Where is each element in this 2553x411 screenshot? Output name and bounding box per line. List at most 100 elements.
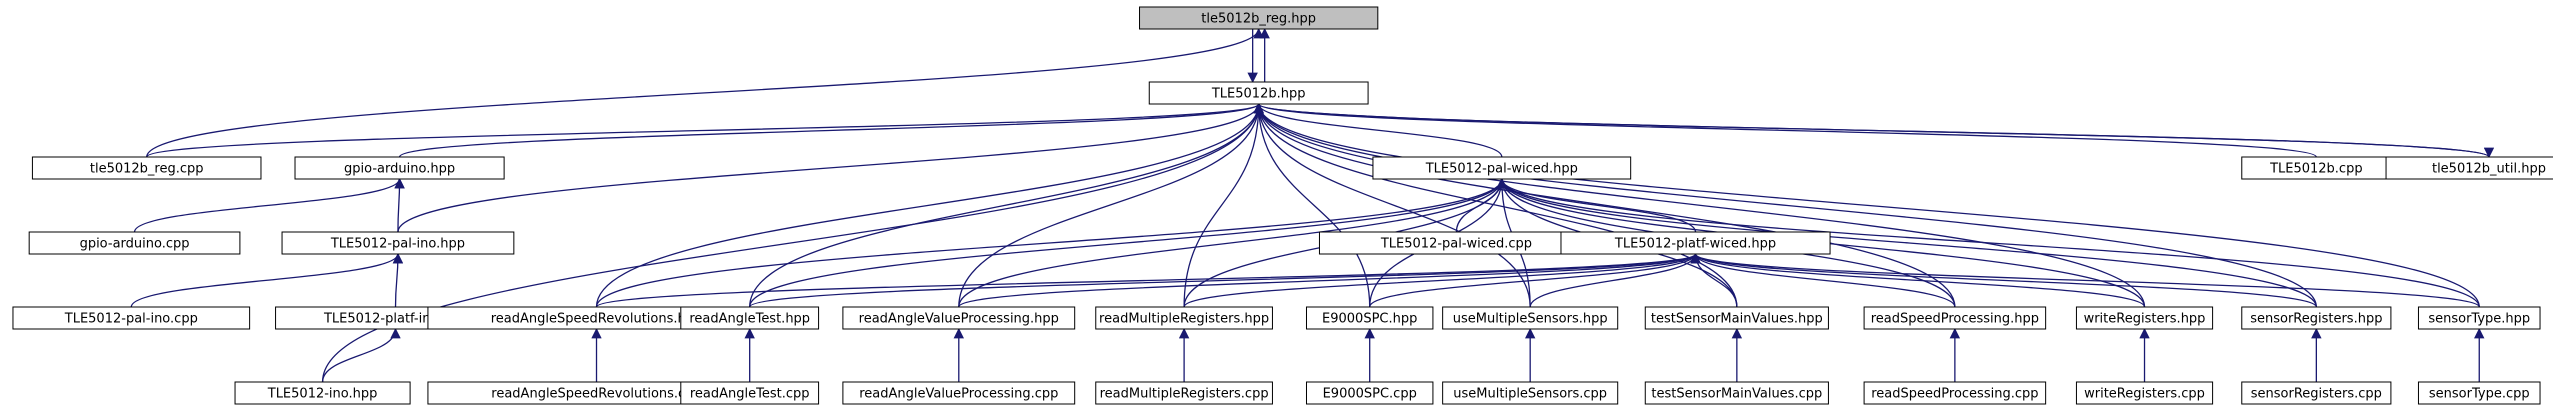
node-label: E9000SPC.hpp — [1322, 312, 1417, 327]
node-tle5012b-reg-cpp[interactable]: tle5012b_reg.cpp — [31, 156, 262, 180]
node-box — [1095, 381, 1273, 405]
node-label: readAngleSpeedRevolutions.hpp — [491, 312, 703, 327]
node-label: tle5012b_reg.cpp — [90, 162, 204, 177]
node-test-sensor-main-values-cpp[interactable]: testSensorMainValues.cpp — [1644, 381, 1829, 405]
node-box — [234, 381, 411, 405]
edge-sensor-type-hpp-to-platf-wiced-hpp — [1690, 252, 2480, 308]
node-test-sensor-main-values-hpp[interactable]: testSensorMainValues.hpp — [1644, 306, 1829, 330]
node-sensor-type-hpp[interactable]: sensorType.hpp — [2417, 306, 2541, 330]
node-label: readAngleTest.cpp — [690, 387, 810, 402]
node-read-angle-test-cpp[interactable]: readAngleTest.cpp — [680, 381, 820, 405]
edge-read-angle-value-proc-hpp-to-platf-wiced-hpp — [958, 252, 1701, 308]
node-read-multiple-registers-cpp[interactable]: readMultipleRegisters.cpp — [1095, 381, 1273, 405]
node-box — [842, 306, 1076, 330]
node-pal-ino-hpp[interactable]: TLE5012-pal-ino.hpp — [281, 231, 515, 255]
node-use-multiple-sensors-cpp[interactable]: useMultipleSensors.cpp — [1442, 381, 1619, 405]
node-platf-wiced-hpp[interactable]: TLE5012-platf-wiced.hpp — [1560, 231, 1831, 255]
edge-sensor-registers-hpp-to-pal-wiced-hpp — [1496, 177, 2317, 308]
node-pal-wiced-cpp[interactable]: TLE5012-pal-wiced.cpp — [1318, 231, 1594, 255]
node-box — [31, 156, 262, 180]
node-label: writeRegisters.cpp — [2084, 387, 2205, 402]
node-box — [2417, 306, 2541, 330]
node-label: TLE5012-platf-wiced.hpp — [1614, 237, 1776, 252]
node-box — [1139, 6, 1379, 30]
node-label: sensorType.hpp — [2428, 312, 2530, 327]
node-label: readAngleTest.hpp — [689, 312, 810, 327]
edge-read-angle-speed-rev-hpp-to-tle5012b-hpp — [595, 102, 1264, 308]
node-label: readSpeedProcessing.hpp — [1871, 312, 2039, 327]
node-box — [12, 306, 251, 330]
edge-gpio-arduino-cpp-to-gpio-arduino-hpp — [133, 177, 405, 233]
node-box — [294, 156, 505, 180]
node-label: tle5012b_reg.hpp — [1201, 12, 1316, 27]
node-use-multiple-sensors-hpp[interactable]: useMultipleSensors.hpp — [1442, 306, 1619, 330]
node-tle5012b-hpp[interactable]: TLE5012b.hpp — [1148, 81, 1369, 105]
node-label: useMultipleSensors.cpp — [1453, 387, 1607, 402]
node-ino-hpp[interactable]: TLE5012-ino.hpp — [234, 381, 411, 405]
node-box — [28, 231, 241, 255]
node-label: TLE5012b.cpp — [2269, 162, 2363, 177]
node-sensor-registers-cpp[interactable]: sensorRegisters.cpp — [2241, 381, 2392, 405]
node-label: E9000SPC.cpp — [1323, 387, 1417, 402]
node-read-angle-value-proc-hpp[interactable]: readAngleValueProcessing.hpp — [842, 306, 1076, 330]
edge-e9000spc-hpp-to-platf-wiced-hpp — [1369, 252, 1701, 308]
edge-read-angle-value-proc-hpp-to-tle5012b-hpp — [958, 102, 1264, 308]
node-box — [1305, 381, 1434, 405]
node-label: TLE5012-pal-wiced.hpp — [1425, 162, 1578, 177]
edge-read-speed-processing-hpp-to-platf-wiced-hpp — [1690, 252, 1956, 308]
node-label: TLE5012-pal-ino.hpp — [330, 237, 465, 252]
node-read-multiple-registers-hpp[interactable]: readMultipleRegisters.hpp — [1095, 306, 1273, 330]
edge-tle5012b-reg-cpp-to-tle5012b-reg-hpp — [146, 27, 1264, 158]
node-tle5012b-reg-hpp[interactable]: tle5012b_reg.hpp — [1139, 6, 1379, 30]
edge-sensor-type-hpp-to-pal-wiced-hpp — [1496, 177, 2480, 308]
node-e9000spc-cpp[interactable]: E9000SPC.cpp — [1305, 381, 1434, 405]
node-label: readAngleValueProcessing.cpp — [859, 387, 1058, 402]
edge-gpio-arduino-hpp-to-tle5012b-hpp — [398, 102, 1264, 158]
edge-ino-hpp-to-platf-ino-hpp — [321, 327, 401, 383]
node-read-speed-processing-cpp[interactable]: readSpeedProcessing.cpp — [1863, 381, 2047, 405]
node-box — [1644, 381, 1829, 405]
node-label: TLE5012-ino.hpp — [267, 387, 378, 402]
edges — [130, 27, 2494, 383]
edge-e9000spc-hpp-to-tle5012b-hpp — [1253, 102, 1371, 308]
node-label: TLE5012b.hpp — [1211, 87, 1306, 102]
node-pal-wiced-hpp[interactable]: TLE5012-pal-wiced.hpp — [1372, 156, 1632, 180]
edge-write-registers-hpp-to-platf-wiced-hpp — [1690, 252, 2146, 308]
edge-use-multiple-sensors-hpp-to-platf-wiced-hpp — [1529, 252, 1701, 308]
node-box — [1863, 306, 2047, 330]
node-box — [1442, 306, 1619, 330]
node-box — [2417, 381, 2541, 405]
node-tle5012b-cpp[interactable]: TLE5012b.cpp — [2241, 156, 2392, 180]
node-read-angle-test-hpp[interactable]: readAngleTest.hpp — [680, 306, 820, 330]
node-label: gpio-arduino.cpp — [80, 237, 190, 252]
edge-pal-ino-hpp-to-gpio-arduino-hpp — [394, 177, 405, 233]
node-tle5012b-util-hpp[interactable]: tle5012b_util.hpp — [2385, 156, 2553, 180]
node-gpio-arduino-hpp[interactable]: gpio-arduino.hpp — [294, 156, 505, 180]
node-e9000spc-hpp[interactable]: E9000SPC.hpp — [1305, 306, 1434, 330]
node-write-registers-hpp[interactable]: writeRegisters.hpp — [2075, 306, 2214, 330]
node-read-angle-value-proc-cpp[interactable]: readAngleValueProcessing.cpp — [842, 381, 1076, 405]
edge-sensor-registers-hpp-to-tle5012b-hpp — [1253, 102, 2317, 308]
node-pal-ino-cpp[interactable]: TLE5012-pal-ino.cpp — [12, 306, 251, 330]
node-gpio-arduino-cpp[interactable]: gpio-arduino.cpp — [28, 231, 241, 255]
node-box — [1863, 381, 2047, 405]
edge-read-angle-speed-rev-hpp-to-pal-wiced-hpp — [595, 177, 1507, 308]
node-sensor-type-cpp[interactable]: sensorType.cpp — [2417, 381, 2541, 405]
edge-tle5012b-reg-cpp-to-tle5012b-hpp — [146, 102, 1264, 158]
node-label: useMultipleSensors.hpp — [1453, 312, 1608, 327]
node-write-registers-cpp[interactable]: writeRegisters.cpp — [2075, 381, 2214, 405]
node-box — [1095, 306, 1273, 330]
node-sensor-registers-hpp[interactable]: sensorRegisters.hpp — [2241, 306, 2392, 330]
node-box — [1305, 306, 1434, 330]
node-box — [2385, 156, 2553, 180]
edge-read-angle-test-hpp-to-tle5012b-hpp — [749, 102, 1264, 308]
node-label: TLE5012-pal-wiced.cpp — [1380, 237, 1532, 252]
node-box — [842, 381, 1076, 405]
node-box — [1560, 231, 1831, 255]
node-label: writeRegisters.hpp — [2084, 312, 2206, 327]
node-read-speed-processing-hpp[interactable]: readSpeedProcessing.hpp — [1863, 306, 2047, 330]
edge-platf-ino-hpp-to-pal-ino-hpp — [392, 252, 404, 308]
node-label: testSensorMainValues.cpp — [1651, 387, 1822, 402]
